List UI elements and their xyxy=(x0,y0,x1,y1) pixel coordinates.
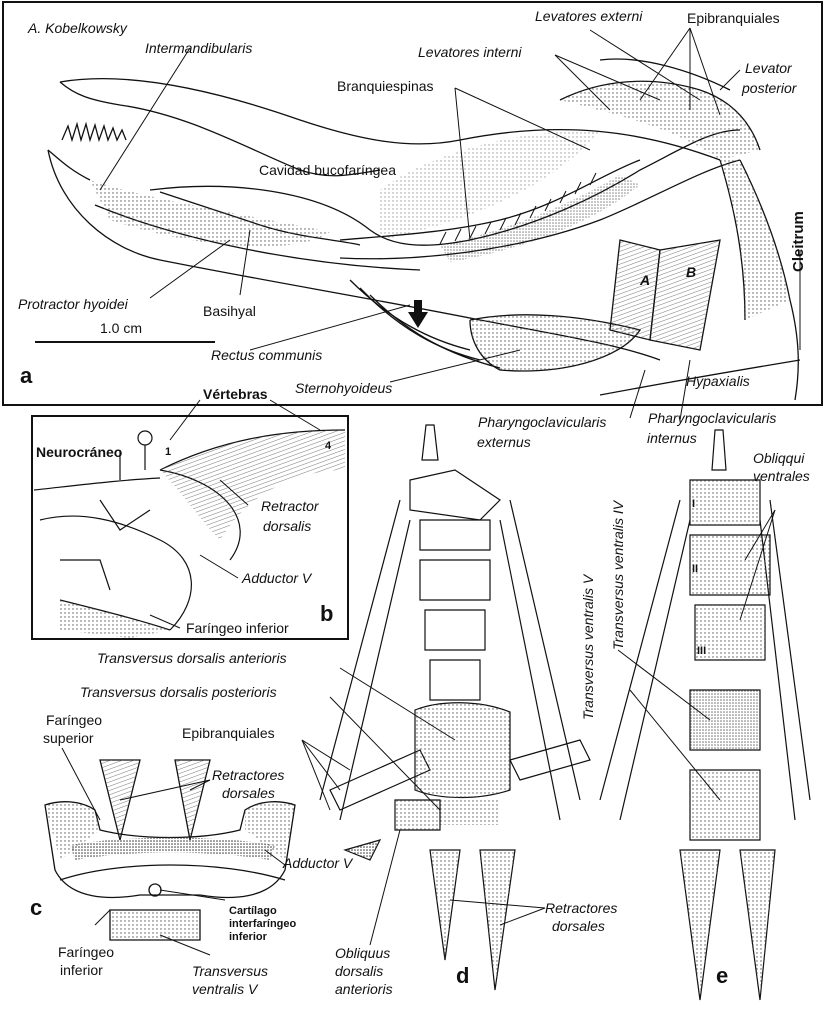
panel-label-d: d xyxy=(456,963,470,988)
label-basihyal: Basihyal xyxy=(203,303,256,319)
label-faringeo-inf-c-2: inferior xyxy=(60,962,103,978)
label-vertebras: Vértebras xyxy=(203,386,268,402)
label-cartilago-2: interfaríngeo xyxy=(229,918,297,930)
panel-e-leaders xyxy=(617,509,776,801)
label-muscle-b: B xyxy=(686,264,697,280)
label-retractor-2: dorsalis xyxy=(263,518,312,534)
panel-d-fills xyxy=(345,702,515,990)
label-epibranquiales-a: Epibranquiales xyxy=(687,10,780,26)
label-intermandibularis: Intermandibularis xyxy=(145,40,253,56)
label-levator-posterior-2: posterior xyxy=(742,80,797,96)
label-phar-int-1: Pharyngoclavicularis xyxy=(648,410,777,426)
label-cleitrum: Cleitrum xyxy=(790,211,807,272)
label-phar-ext-2: externus xyxy=(477,434,531,450)
arrow-icon xyxy=(408,300,428,328)
panel-c-leaders xyxy=(61,747,286,956)
label-rectus: Rectus communis xyxy=(211,347,323,363)
label-protractor: Protractor hyoidei xyxy=(18,296,128,312)
label-hypaxialis: Hypaxialis xyxy=(686,373,750,389)
label-retractores-c-2: dorsales xyxy=(222,785,275,801)
panel-e-fills xyxy=(680,480,775,1000)
panel-a-leaders xyxy=(99,27,801,383)
panel-label-a: a xyxy=(20,363,33,388)
label-adductor-b: Adductor V xyxy=(242,570,312,586)
label-levator-posterior-1: Levator xyxy=(745,60,792,76)
label-cavidad: Cavidad bucofaríngea xyxy=(259,162,396,178)
label-epibranquiales-d: Epibranquiales xyxy=(182,725,275,741)
panel-b-fills xyxy=(60,430,345,638)
label-transversus-c-1: Transversus xyxy=(192,963,268,979)
label-faringeo-sup-2: superior xyxy=(43,730,94,746)
label-sternohyoideus: Sternohyoideus xyxy=(295,380,393,396)
label-cartilago-1: Cartílago xyxy=(229,905,277,917)
label-retractores-d-1: Retractores xyxy=(545,900,618,916)
label-oda-3: anterioris xyxy=(335,981,393,997)
panel-b-frame xyxy=(31,415,349,640)
label-muscle-a: A xyxy=(640,272,651,288)
label-retractores-c-1: Retractores xyxy=(212,767,285,783)
label-roman-ii: II xyxy=(692,563,699,575)
label-faringeo-inferior-b: Faríngeo inferior xyxy=(186,620,289,636)
panel-label-e: e xyxy=(716,963,729,988)
gill-rakers xyxy=(439,172,597,245)
label-obliqqui-1: Obliqqui xyxy=(753,450,805,466)
label-vertebra-1: 1 xyxy=(165,446,172,458)
label-obliqqui-2: ventrales xyxy=(753,468,810,484)
label-retractores-d-2: dorsales xyxy=(552,918,605,934)
panel-d-leaders xyxy=(301,667,546,946)
top-right-leaders xyxy=(629,359,691,421)
label-faringeo-inf-c-1: Faríngeo xyxy=(58,944,115,960)
panel-label-c: c xyxy=(30,895,43,920)
label-oda-2: dorsalis xyxy=(335,963,384,979)
label-levatores-interni: Levatores interni xyxy=(418,44,522,60)
panel-label-b: b xyxy=(320,601,334,626)
label-branquiespinas: Branquiespinas xyxy=(337,78,434,94)
label-phar-ext-1: Pharyngoclavicularis xyxy=(478,414,607,430)
label-cartilago-3: inferior xyxy=(229,931,267,943)
label-tda: Transversus dorsalis anterioris xyxy=(97,650,287,666)
label-scale: 1.0 cm xyxy=(100,320,143,336)
label-roman-iii: III xyxy=(697,645,707,657)
label-transversus-c-2: ventralis V xyxy=(192,981,258,997)
label-levatores-externi: Levatores externi xyxy=(535,8,643,24)
label-tdp: Transversus dorsalis posterioris xyxy=(80,684,277,700)
author-credit: A. Kobelkowsky xyxy=(28,20,127,36)
label-roman-i: I xyxy=(692,498,696,510)
label-phar-int-2: internus xyxy=(647,430,697,446)
label-tv4: Transversus ventralis IV xyxy=(610,500,626,650)
label-vertebra-4: 4 xyxy=(325,440,332,452)
label-faringeo-sup-1: Faríngeo xyxy=(46,712,103,728)
label-oda-1: Obliquus xyxy=(335,945,391,961)
label-neurocraneo: Neurocráneo xyxy=(36,444,123,460)
panel-a-fills xyxy=(90,81,790,371)
label-adductor-c: Adductor V xyxy=(283,855,353,871)
label-retractor-1: Retractor xyxy=(261,498,319,514)
label-tv5: Transversus ventralis V xyxy=(580,574,596,720)
panel-a-frame xyxy=(2,1,823,406)
panel-b-leaders xyxy=(149,399,321,629)
